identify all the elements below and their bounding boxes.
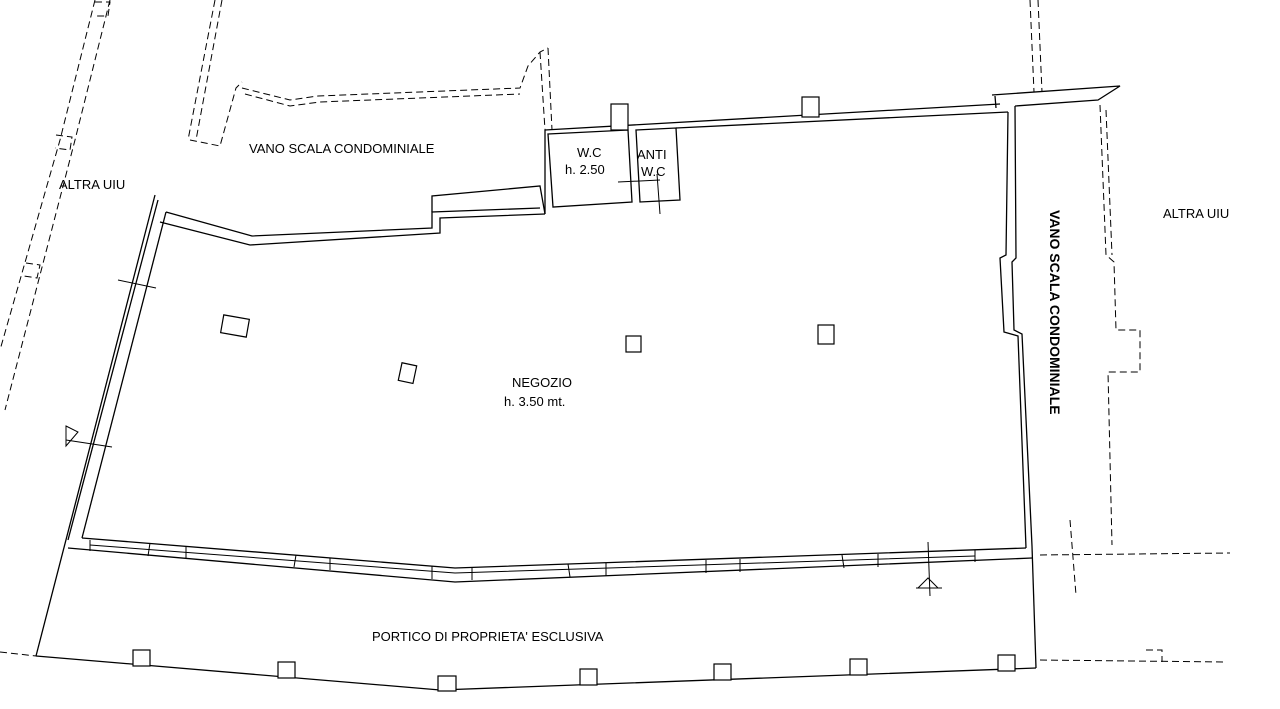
pillar: [713, 663, 732, 681]
label-anti-wc: W.C: [641, 164, 666, 179]
dashed-boundaries: [0, 0, 1231, 663]
pillar: [277, 661, 296, 679]
pillar: [219, 314, 251, 338]
pillar: [801, 96, 820, 118]
label-altra-uiu-left: ALTRA UIU: [59, 177, 125, 192]
pillar: [625, 335, 642, 353]
pillar: [397, 362, 418, 385]
label-vano-scala-right: VANO SCALA CONDOMINIALE: [1047, 210, 1063, 415]
room-labels: VANO SCALA CONDOMINIALE ALTRA UIU ALTRA …: [59, 141, 1229, 644]
label-anti: ANTI: [637, 147, 667, 162]
label-altra-uiu-right: ALTRA UIU: [1163, 206, 1229, 221]
pillar: [997, 654, 1016, 672]
label-wc-height: h. 2.50: [565, 162, 605, 177]
pillars: [132, 96, 1016, 692]
label-wc: W.C: [577, 145, 602, 160]
label-portico: PORTICO DI PROPRIETA' ESCLUSIVA: [372, 629, 604, 644]
pillar: [579, 668, 598, 686]
pillar: [817, 324, 835, 345]
label-negozio: NEGOZIO: [512, 375, 572, 390]
label-vano-scala-top: VANO SCALA CONDOMINIALE: [249, 141, 435, 156]
pillar: [849, 658, 868, 676]
pillar: [437, 675, 457, 692]
label-negozio-height: h. 3.50 mt.: [504, 394, 565, 409]
pillar: [132, 649, 151, 667]
pillar: [610, 103, 629, 131]
walls: [35, 85, 1121, 691]
